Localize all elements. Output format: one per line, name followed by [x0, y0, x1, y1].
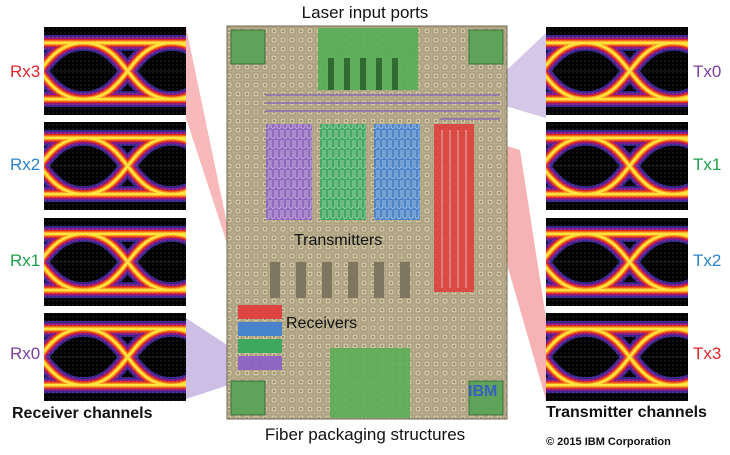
bus-lines — [265, 94, 500, 120]
ibm-logo: IBM — [468, 383, 498, 400]
transmitter-eye-diagrams — [546, 27, 688, 401]
receiver-block-red — [238, 305, 282, 319]
receiver-block-blue — [238, 322, 282, 336]
receiver-block-green — [238, 339, 282, 353]
receivers-label: Receivers — [286, 315, 358, 332]
corner-pad-br — [468, 380, 504, 416]
receiver-block-purple — [238, 356, 282, 370]
eye-diagram-rx3 — [44, 27, 186, 115]
tx2-label: Tx2 — [693, 251, 722, 270]
laser-port-fingers — [328, 58, 398, 90]
tx0-label: Tx0 — [693, 62, 722, 81]
rx1-label: Rx1 — [10, 251, 41, 270]
eye-diagram-rx1 — [44, 218, 186, 306]
receiver-eye-diagrams — [44, 27, 186, 401]
laser-input-ports-label: Laser input ports — [301, 3, 429, 22]
receiver-channels-label: Receiver channels — [12, 405, 153, 422]
laser-input-region — [318, 28, 418, 90]
transmitters-label: Transmitters — [294, 232, 383, 249]
rx2-label: Rx2 — [10, 155, 41, 174]
transmitter-channels-label: Transmitter channels — [546, 404, 707, 421]
receiver-blocks — [238, 305, 282, 370]
tx1-label: Tx1 — [693, 155, 722, 174]
corner-pad-tr — [468, 29, 504, 65]
fiber-packaging-label: Fiber packaging structures — [264, 425, 466, 444]
eye-diagram-rx0 — [44, 313, 186, 401]
corner-pad-bl — [230, 380, 266, 416]
chip-die — [226, 25, 508, 420]
copyright-label: © 2015 IBM Corporation — [546, 436, 671, 448]
eye-diagram-tx1 — [546, 122, 688, 210]
fiber-packaging-region — [330, 348, 410, 418]
tx3-label: Tx3 — [693, 344, 722, 363]
eye-diagram-tx3 — [546, 313, 688, 401]
beam-tx0 — [418, 33, 546, 118]
transmitter-block-red — [434, 124, 474, 292]
corner-pad-tl — [230, 29, 266, 65]
eye-diagram-tx0 — [546, 27, 688, 115]
rx0-label: Rx0 — [10, 344, 41, 363]
eye-diagram-tx2 — [546, 218, 688, 306]
driver-columns — [270, 262, 410, 298]
rx3-label: Rx3 — [10, 62, 41, 81]
eye-diagram-rx2 — [44, 122, 186, 210]
red-block-stripes — [441, 130, 467, 288]
